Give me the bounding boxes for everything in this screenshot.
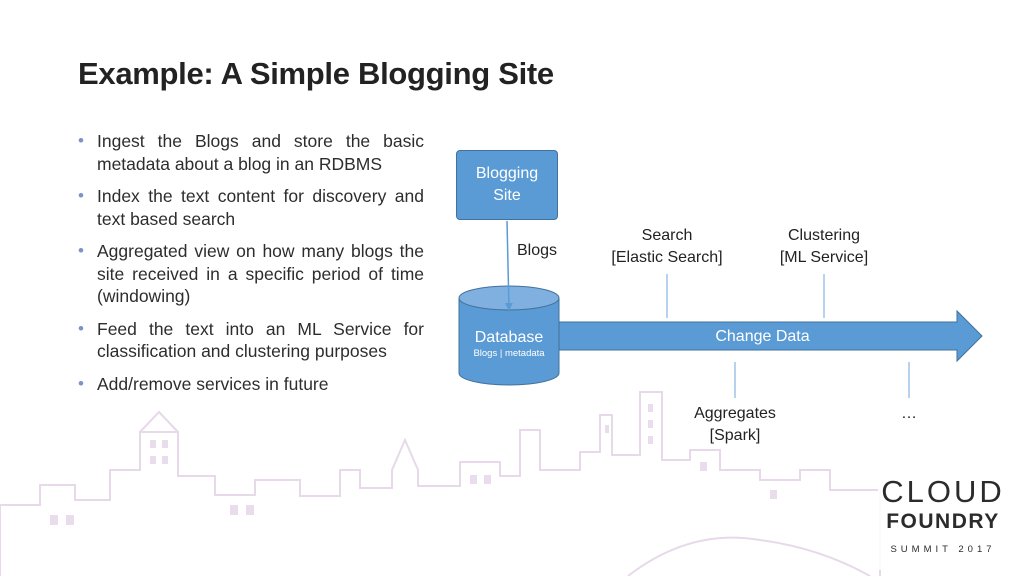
bullet-dot-icon: • — [78, 131, 84, 150]
bullet-list: • Ingest the Blogs and store the basic me… — [78, 130, 424, 405]
bullet-dot-icon: • — [78, 241, 84, 260]
bullet-text: Feed the text into an ML Service for cla… — [97, 318, 424, 362]
logo-line1: CLOUD — [881, 474, 1005, 509]
search-consumer-label: Search [Elastic Search] — [597, 225, 737, 269]
aggregates-consumer-line1: Aggregates — [694, 405, 776, 422]
aggregates-consumer-label: Aggregates [Spark] — [680, 403, 790, 447]
more-consumer-line1: … — [901, 405, 917, 422]
aggregates-consumer-line2: [Spark] — [709, 427, 761, 444]
blogs-connector-arrow — [504, 220, 513, 311]
change-data-arrow — [555, 309, 983, 363]
bullet-dot-icon: • — [78, 318, 84, 338]
logo-line3: SUMMIT 2017 — [890, 544, 996, 555]
bullet-item: • Aggregated view on how many blogs the s… — [78, 240, 424, 308]
database-subtitle: Blogs | metadata — [473, 348, 545, 359]
bullet-text: Aggregated view on how many blogs the si… — [97, 241, 424, 306]
clustering-consumer-line2: [ML Service] — [779, 249, 869, 266]
bullet-dot-icon: • — [78, 186, 84, 205]
bullet-item: • Index the text content for discovery an… — [78, 185, 424, 230]
bullet-item: • Add/remove services in future — [78, 373, 424, 396]
database-title: Database — [474, 329, 544, 346]
more-consumer-label: … — [889, 403, 929, 425]
blogging-site-line2: Site — [493, 187, 521, 204]
clustering-consumer-line1: Clustering — [787, 227, 861, 244]
blogs-edge-label: Blogs — [517, 242, 558, 259]
slide-title: Example: A Simple Blogging Site — [78, 56, 554, 91]
logo-line2: FOUNDRY — [886, 510, 1000, 533]
blogging-site-line1: Blogging — [475, 165, 539, 182]
search-consumer-line1: Search — [641, 227, 693, 244]
bullet-text: Add/remove services in future — [97, 373, 329, 394]
clustering-consumer-label: Clustering [ML Service] — [764, 225, 884, 269]
bullet-text: Ingest the Blogs and store the basic met… — [97, 131, 424, 174]
search-consumer-line2: [Elastic Search] — [611, 249, 723, 266]
bullet-dot-icon: • — [78, 373, 84, 393]
bullet-item: • Ingest the Blogs and store the basic me… — [78, 130, 424, 175]
cloud-foundry-summit-logo: CLOUD FOUNDRY SUMMIT 2017 — [878, 474, 1008, 570]
bullet-text: Index the text content for discovery and… — [97, 186, 424, 229]
blogging-site-box: Blogging Site — [456, 150, 558, 220]
change-data-label: Change Data — [715, 328, 810, 345]
bullet-item: • Feed the text into an ML Service for cl… — [78, 318, 424, 363]
